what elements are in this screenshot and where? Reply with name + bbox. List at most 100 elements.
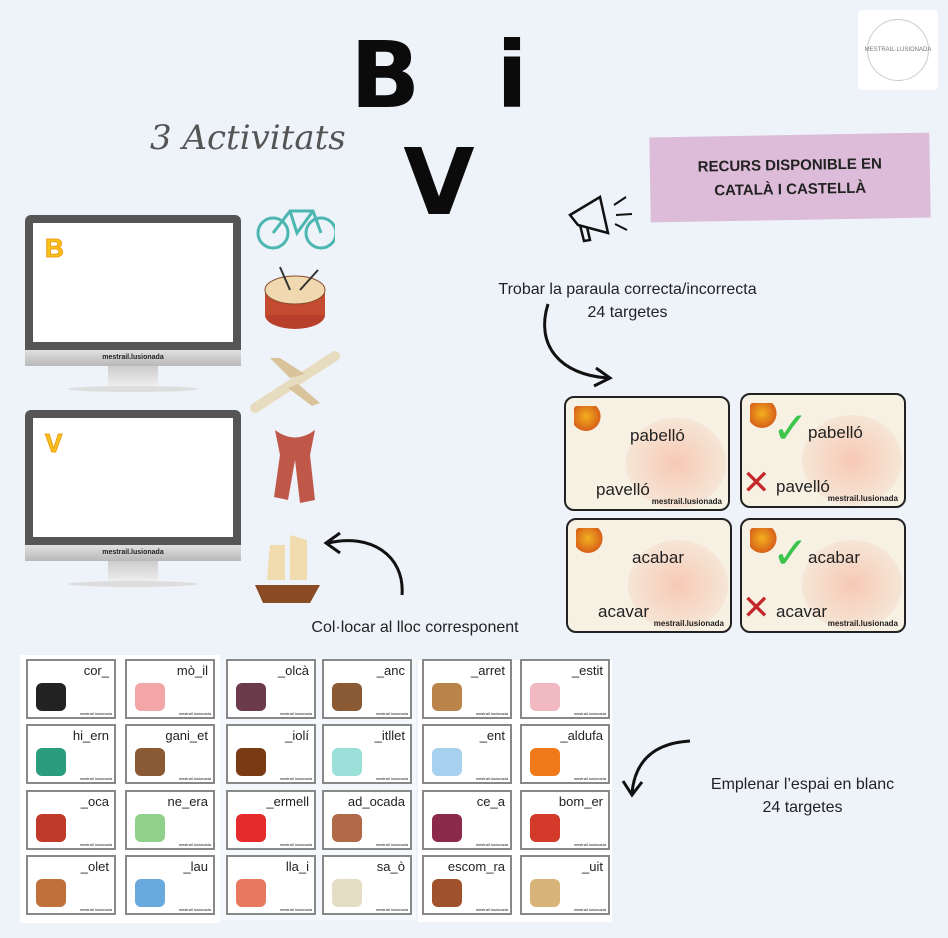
card-word: _estit bbox=[571, 663, 603, 678]
wind-image bbox=[432, 748, 462, 776]
card-word: _olcà bbox=[277, 663, 309, 678]
fill-blank-card[interactable]: bom_er mestrail.lusionada bbox=[520, 790, 610, 850]
badge-line-1: RECURS DISPONIBLE EN bbox=[697, 154, 883, 176]
fill-blank-card[interactable]: escom_ra mestrail.lusionada bbox=[422, 855, 512, 915]
fill-blank-card[interactable]: _lau mestrail.lusionada bbox=[125, 855, 215, 915]
fill-blank-card[interactable]: _arret mestrail.lusionada bbox=[422, 659, 512, 719]
fill-blank-card[interactable]: _iolí mestrail.lusionada bbox=[226, 724, 316, 784]
bench-image bbox=[332, 683, 362, 711]
card-word: ad_ocada bbox=[347, 794, 405, 809]
watermark: mestrail.lusionada bbox=[279, 711, 312, 716]
activity-1-caption: Trobar la paraula correcta/incorrecta 24 … bbox=[460, 278, 795, 324]
watermark: mestrail.lusionada bbox=[178, 907, 211, 912]
arrow-icon bbox=[621, 739, 691, 798]
activity-3-count: 24 targetes bbox=[762, 799, 843, 816]
airplane-image[interactable] bbox=[250, 350, 340, 413]
activity-1-count: 24 targetes bbox=[587, 304, 668, 321]
drum-image[interactable] bbox=[255, 266, 335, 330]
watermark: mestrail.lusionada bbox=[573, 711, 606, 716]
watermark: mestrail.lusionada bbox=[573, 842, 606, 847]
cross-icon: ✕ bbox=[742, 589, 771, 627]
number-eight-image bbox=[530, 879, 560, 907]
watermark: mestrail.lusionada bbox=[79, 842, 112, 847]
fill-blank-card[interactable]: _olet mestrail.lusionada bbox=[26, 855, 116, 915]
watermark: mestrail.lusionada bbox=[178, 711, 211, 716]
hat-image bbox=[432, 683, 462, 711]
fill-blank-card[interactable]: hi_ern mestrail.lusionada bbox=[26, 724, 116, 784]
fill-blank-card[interactable]: lla_i mestrail.lusionada bbox=[226, 855, 316, 915]
watermark: mestrail.lusionada bbox=[79, 711, 112, 716]
fill-blank-card[interactable]: _ent mestrail.lusionada bbox=[422, 724, 512, 784]
fill-blank-card[interactable]: mò_il mestrail.lusionada bbox=[125, 659, 215, 719]
scarf-image[interactable] bbox=[255, 425, 335, 510]
activity-1-title: Trobar la paraula correcta/incorrecta bbox=[498, 281, 757, 298]
fill-blank-card[interactable]: _olcà mestrail.lusionada bbox=[226, 659, 316, 719]
fill-blank-card[interactable]: _ermell mestrail.lusionada bbox=[226, 790, 316, 850]
volcano-image bbox=[236, 683, 266, 711]
watermark: mestrail.lusionada bbox=[279, 842, 312, 847]
card-word: ce_a bbox=[476, 794, 505, 809]
fill-blank-card[interactable]: _estit mestrail.lusionada bbox=[520, 659, 610, 719]
watermark: mestrail.lusionada bbox=[475, 711, 508, 716]
card-word: _ent bbox=[479, 728, 505, 743]
card-word: hi_ern bbox=[72, 728, 109, 743]
word-card[interactable]: pabelló pavelló ✓✕ mestrail.lusionada bbox=[740, 393, 906, 508]
watermark: mestrail.lusionada bbox=[651, 497, 722, 506]
card-word: _uit bbox=[582, 859, 603, 874]
activity-2-caption: Col·locar al lloc corresponent bbox=[311, 619, 519, 636]
fill-blank-card[interactable]: cor_ mestrail.lusionada bbox=[26, 659, 116, 719]
watermark: mestrail.lusionada bbox=[653, 619, 724, 628]
check-icon: ✓ bbox=[772, 529, 809, 578]
broom-image bbox=[432, 879, 462, 907]
fill-blank-card[interactable]: _uit mestrail.lusionada bbox=[520, 855, 610, 915]
word-card[interactable]: acabar acavar mestrail.lusionada bbox=[566, 518, 732, 633]
arrow-icon bbox=[543, 303, 613, 388]
letter-v: V bbox=[44, 428, 63, 459]
word-bottom: acavar bbox=[776, 602, 828, 621]
knife-image bbox=[135, 748, 165, 776]
crow-image bbox=[36, 683, 66, 711]
logo: MESTRAIL·LUSIONADA bbox=[858, 10, 938, 90]
card-word: _ermell bbox=[266, 794, 309, 809]
card-word: sa_ò bbox=[376, 859, 405, 874]
watermark: mestrail.lusionada bbox=[475, 842, 508, 847]
ticket-image bbox=[332, 748, 362, 776]
fill-blank-card[interactable]: _itllet mestrail.lusionada bbox=[322, 724, 412, 784]
autumn-leaves-icon bbox=[750, 403, 780, 429]
penguin-image bbox=[36, 748, 66, 776]
bicycle-image[interactable] bbox=[255, 195, 335, 255]
lawyer-image bbox=[332, 814, 362, 842]
fill-blank-card[interactable]: sa_ò mestrail.lusionada bbox=[322, 855, 412, 915]
fill-blank-card[interactable]: _aldufa mestrail.lusionada bbox=[520, 724, 610, 784]
card-word: _anc bbox=[376, 663, 405, 678]
firefighter-image bbox=[530, 814, 560, 842]
ship-image[interactable] bbox=[245, 525, 330, 610]
fill-blank-card[interactable]: gani_et mestrail.lusionada bbox=[125, 724, 215, 784]
word-card[interactable]: acabar acavar ✓✕ mestrail.lusionada bbox=[740, 518, 906, 633]
word-card[interactable]: pabelló pavelló mestrail.lusionada bbox=[564, 396, 730, 511]
card-word: _lau bbox=[183, 859, 208, 874]
watermark: mestrail.lusionada bbox=[375, 907, 408, 912]
card-word: bom_er bbox=[558, 794, 603, 809]
card-word: _arret bbox=[471, 663, 505, 678]
fill-blank-card[interactable]: ce_a mestrail.lusionada bbox=[422, 790, 512, 850]
fill-blank-card[interactable]: _anc mestrail.lusionada bbox=[322, 659, 412, 719]
check-icon: ✓ bbox=[772, 404, 809, 453]
watermark: mestrail.lusionada bbox=[375, 711, 408, 716]
page-title: B i V bbox=[350, 22, 550, 236]
watermark: mestrail.lusionada bbox=[375, 842, 408, 847]
word-bottom: acavar bbox=[598, 602, 650, 621]
watermark: mestrail.lusionada bbox=[375, 776, 408, 781]
watermark: mestrail.lusionada bbox=[475, 907, 508, 912]
watermark: mestrail.lusionada bbox=[573, 907, 606, 912]
word-top: pabelló bbox=[630, 426, 685, 445]
blue-paint-image bbox=[135, 879, 165, 907]
logo-text: MESTRAIL·LUSIONADA bbox=[864, 47, 932, 53]
card-word: lla_i bbox=[285, 859, 309, 874]
fill-blank-card[interactable]: _oca mestrail.lusionada bbox=[26, 790, 116, 850]
watermark: mestrail.lusionada bbox=[573, 776, 606, 781]
fill-blank-card[interactable]: ne_era mestrail.lusionada bbox=[125, 790, 215, 850]
mobile-image bbox=[135, 683, 165, 711]
fill-blank-card[interactable]: ad_ocada mestrail.lusionada bbox=[322, 790, 412, 850]
